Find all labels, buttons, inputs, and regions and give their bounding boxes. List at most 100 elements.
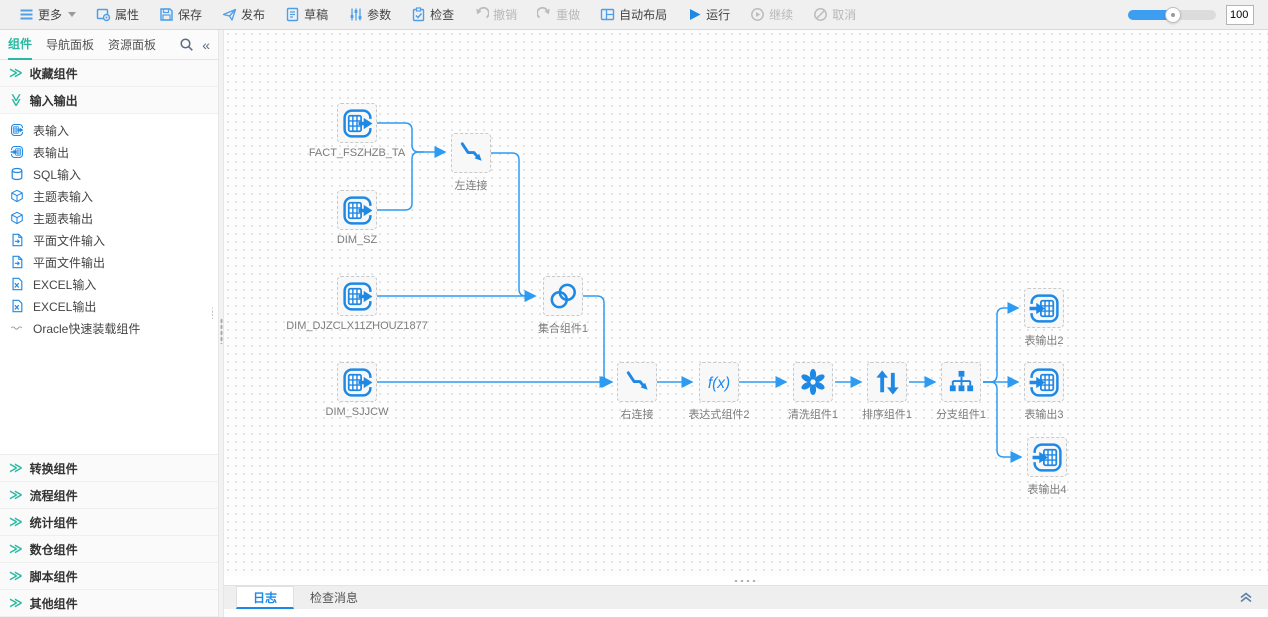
node-dim-sz[interactable]: DIM_SZ: [337, 190, 377, 246]
table-input-icon: [341, 366, 374, 399]
component-item-oracle-loader[interactable]: Oracle快速装载组件: [0, 317, 218, 339]
section-script-components[interactable]: ≫ 脚本组件: [0, 563, 218, 590]
section-favorite-components[interactable]: ≫ 收藏组件: [0, 60, 218, 87]
flow-canvas[interactable]: FACT_FSZHZB_TA DIM_SZ 左连接 DIM_DJZCLX11ZH…: [224, 30, 1268, 576]
draft-button[interactable]: 草稿: [276, 1, 337, 29]
section-transform-components[interactable]: ≫ 转换组件: [0, 455, 218, 482]
node-left-join[interactable]: 左连接: [451, 133, 491, 192]
params-button[interactable]: 参数: [339, 1, 400, 29]
node-right-join[interactable]: 右连接: [617, 362, 657, 421]
excel-output-icon: [10, 299, 24, 313]
component-item-subject-table-input[interactable]: 主题表输入: [0, 185, 218, 207]
table-input-icon: [10, 123, 24, 137]
run-button[interactable]: 运行: [678, 1, 739, 29]
node-fact-fszhzb-ta[interactable]: FACT_FSZHZB_TA: [309, 103, 405, 159]
chevron-right-icon: ≫: [9, 595, 23, 610]
zoom-slider[interactable]: [1128, 6, 1216, 23]
grip-dots-icon: [220, 318, 223, 344]
component-item-table-input[interactable]: 表输入: [0, 119, 218, 141]
node-table-output-2[interactable]: 表输出2: [1024, 288, 1064, 347]
node-union-component-1[interactable]: 集合组件1: [538, 276, 588, 335]
chevron-right-icon: ≫: [9, 460, 23, 475]
chevron-right-icon: ≫: [9, 541, 23, 556]
table-output-icon: [10, 145, 24, 159]
section-warehouse-components[interactable]: ≫ 数仓组件: [0, 536, 218, 563]
section-other-components[interactable]: ≫ 其他组件: [0, 590, 218, 617]
clean-pinwheel-icon: [797, 366, 829, 398]
check-button[interactable]: 检查: [402, 1, 463, 29]
component-item-excel-input[interactable]: EXCEL输入: [0, 273, 218, 295]
union-venn-icon: [546, 279, 580, 313]
subject-table-input-icon: [10, 189, 24, 203]
draft-icon: [286, 7, 299, 22]
save-button[interactable]: 保存: [150, 1, 211, 29]
node-expression-component-2[interactable]: 表达式组件2: [688, 362, 750, 421]
clipboard-check-icon: [412, 7, 425, 22]
node-sort-component-1[interactable]: 排序组件1: [862, 362, 912, 421]
paper-plane-icon: [222, 8, 237, 21]
auto-layout-button[interactable]: 自动布局: [591, 1, 676, 29]
flat-file-input-icon: [10, 233, 24, 247]
layout-icon: [600, 8, 615, 21]
properties-button[interactable]: 属性: [87, 1, 148, 29]
sidebar-resize-handle[interactable]: [218, 30, 224, 617]
chevron-right-icon: ≫: [9, 487, 23, 502]
zoom-level-input[interactable]: [1226, 4, 1254, 25]
play-circle-icon: [751, 8, 765, 21]
play-icon: [690, 9, 701, 20]
left-join-icon: [456, 138, 487, 169]
component-item-sql-input[interactable]: SQL输入: [0, 163, 218, 185]
component-item-flat-file-input[interactable]: 平面文件输入: [0, 229, 218, 251]
section-flow-components[interactable]: ≫ 流程组件: [0, 482, 218, 509]
publish-button[interactable]: 发布: [213, 1, 274, 29]
chevron-right-icon: ≫: [9, 568, 23, 583]
tab-navigation-panel[interactable]: 导航面板: [46, 38, 95, 52]
node-clean-component-1[interactable]: 清洗组件1: [788, 362, 838, 421]
slash-circle-icon: [814, 8, 828, 21]
cancel-button: 取消: [804, 1, 865, 29]
sql-input-icon: [10, 167, 24, 181]
oracle-loader-icon: [10, 321, 24, 335]
chevron-down-icon: ≫: [8, 93, 24, 107]
excel-input-icon: [10, 277, 24, 291]
list-scroll-handle[interactable]: ⋮⋮: [208, 306, 217, 320]
input-output-item-list: 表输入 表输出 SQL输入 主题表输入 主题表输出 平面文件输入: [0, 114, 218, 455]
chevron-right-icon: ≫: [9, 514, 23, 529]
component-item-subject-table-output[interactable]: 主题表输出: [0, 207, 218, 229]
tab-check-messages[interactable]: 检查消息: [310, 591, 359, 605]
more-button[interactable]: 更多: [10, 1, 85, 29]
section-input-output[interactable]: ≫ 输入输出: [0, 87, 218, 114]
section-statistics-components[interactable]: ≫ 统计组件: [0, 509, 218, 536]
flat-file-output-icon: [10, 255, 24, 269]
sort-arrows-icon: [872, 367, 903, 398]
node-dim-sjjcw[interactable]: DIM_SJJCW: [326, 362, 388, 418]
table-output-icon: [1028, 366, 1061, 399]
branch-tree-icon: [946, 367, 977, 398]
node-branch-component-1[interactable]: 分支组件1: [936, 362, 986, 421]
collapse-sidebar-icon[interactable]: «: [202, 36, 210, 53]
search-icon[interactable]: [179, 37, 194, 52]
chevron-down-icon: [68, 12, 77, 17]
table-input-icon: [341, 107, 374, 140]
expand-panel-icon[interactable]: [1238, 590, 1254, 604]
redo-icon: [537, 7, 550, 19]
node-table-output-4[interactable]: 表输出4: [1027, 437, 1067, 496]
chevron-right-icon: ≫: [9, 65, 23, 80]
tab-components[interactable]: 组件: [8, 30, 33, 60]
properties-icon: [96, 8, 111, 22]
tab-log[interactable]: 日志: [236, 586, 295, 609]
table-output-icon: [1031, 441, 1064, 474]
log-panel-resize-handle[interactable]: [224, 576, 1268, 585]
zoom-slider-handle[interactable]: [1165, 6, 1181, 23]
component-item-table-output[interactable]: 表输出: [0, 141, 218, 163]
sidebar-tabbar: 组件 导航面板 资源面板 «: [0, 30, 218, 60]
tab-resource-panel[interactable]: 资源面板: [108, 38, 157, 52]
flow-connections: [377, 122, 1023, 463]
component-sidebar: 组件 导航面板 资源面板 « ≫ 收藏组件 ≫ 输入输出 表输入 表输出: [0, 30, 218, 617]
table-output-icon: [1028, 292, 1061, 325]
log-panel-tabbar: 日志 检查消息: [224, 585, 1268, 609]
component-item-flat-file-output[interactable]: 平面文件输出: [0, 251, 218, 273]
node-table-output-3[interactable]: 表输出3: [1024, 362, 1064, 421]
component-item-excel-output[interactable]: EXCEL输出: [0, 295, 218, 317]
node-dim-djzclx11zhouz1877[interactable]: DIM_DJZCLX11ZHOUZ1877: [286, 276, 428, 332]
